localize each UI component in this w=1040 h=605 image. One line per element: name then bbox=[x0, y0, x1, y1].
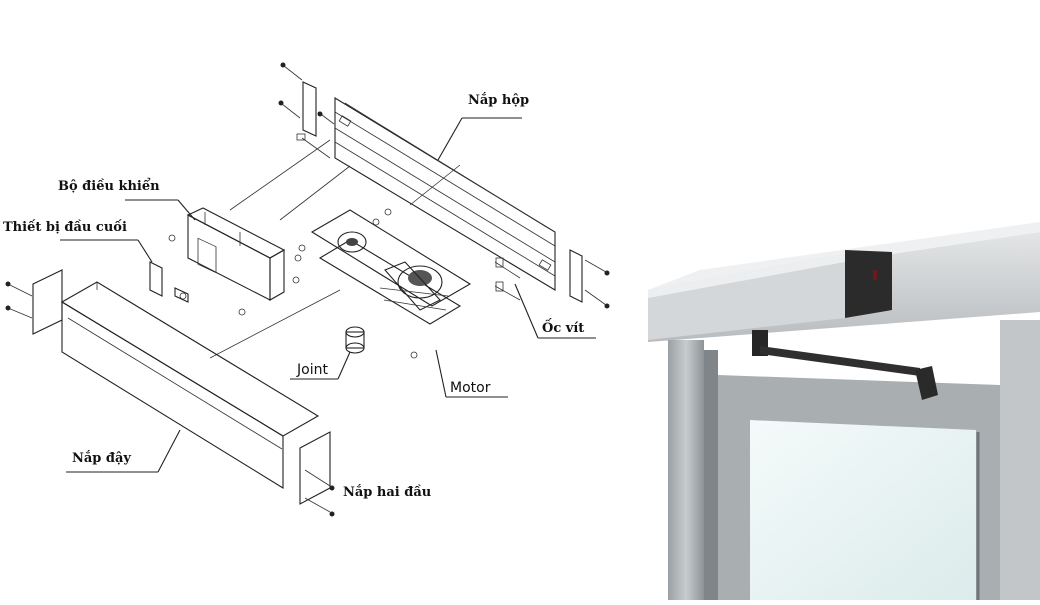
label-nap-day-text: Nắp đậy bbox=[72, 450, 131, 466]
housing-end-cap bbox=[845, 250, 892, 318]
rail-right-end-plate bbox=[569, 249, 583, 303]
end-caps bbox=[32, 269, 331, 505]
label-nap-day: Nắp đậy bbox=[66, 429, 181, 473]
label-joint-text: Joint bbox=[296, 362, 328, 378]
label-thiet-bi-dau-cuoi: Thiết bị đầu cuối bbox=[3, 219, 153, 263]
label-oc-vit-text: Ốc vít bbox=[542, 318, 584, 336]
door-closer-render bbox=[648, 222, 1040, 600]
label-nap-hop-text: Nắp hộp bbox=[468, 92, 529, 108]
operator-housing bbox=[648, 254, 845, 340]
controller-box bbox=[186, 207, 286, 301]
top-cover-rail bbox=[334, 97, 556, 291]
label-bo-dieu-khien: Bộ điều khiển bbox=[58, 178, 196, 221]
label-nap-hai-dau: Nắp hai đầu bbox=[343, 484, 431, 500]
arm-shoe bbox=[915, 366, 938, 400]
controller-screws bbox=[168, 234, 302, 316]
joint-part bbox=[345, 326, 365, 354]
label-motor: Motor bbox=[435, 349, 508, 398]
screws-right bbox=[494, 257, 610, 309]
label-motor-text: Motor bbox=[450, 380, 491, 396]
motor-screws bbox=[298, 208, 418, 359]
rail-left-end-plate bbox=[302, 81, 317, 137]
screws-top-left bbox=[278, 62, 335, 159]
label-nap-hop: Nắp hộp bbox=[437, 92, 529, 161]
assembly-guide-lines bbox=[209, 139, 461, 359]
label-joint: Joint bbox=[290, 351, 351, 380]
terminal-device bbox=[149, 261, 189, 303]
motor-unit bbox=[337, 231, 449, 311]
label-nap-hai-dau-text: Nắp hai đầu bbox=[343, 484, 431, 500]
label-thiet-bi-dau-cuoi-text: Thiết bị đầu cuối bbox=[3, 219, 127, 235]
bottom-cover bbox=[60, 281, 320, 489]
door-glass bbox=[750, 420, 976, 600]
motor-plate bbox=[310, 209, 472, 325]
cover-screws bbox=[5, 281, 335, 517]
label-bo-dieu-khien-text: Bộ điều khiển bbox=[58, 178, 160, 194]
closer-arm bbox=[760, 346, 920, 376]
label-oc-vit: Ốc vít bbox=[514, 283, 596, 339]
door-frame-left bbox=[668, 340, 704, 600]
